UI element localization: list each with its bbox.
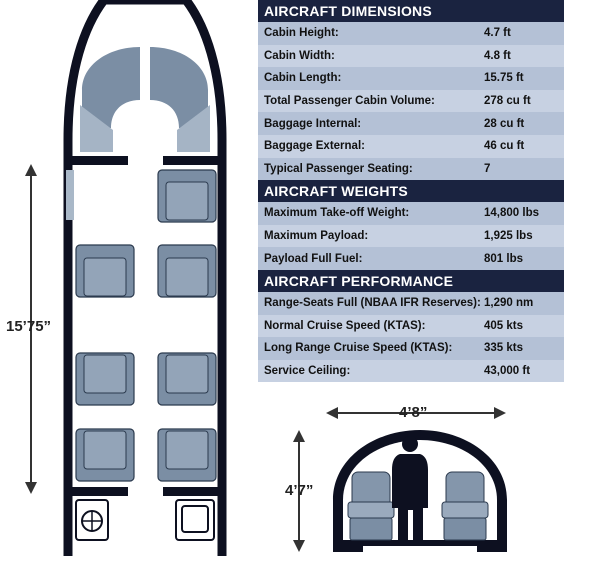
cockpit-seat-right — [150, 47, 208, 128]
spec-label: Total Passenger Cabin Volume: — [264, 95, 435, 108]
spec-row: Maximum Payload: 1,925 lbs — [258, 224, 564, 248]
spec-table: AIRCRAFT DIMENSIONS Cabin Height:4.7 ft … — [258, 0, 564, 383]
spec-row: Cabin Length: 15.75 ft — [258, 67, 564, 90]
passenger-seat — [75, 244, 135, 298]
spec-label: Range-Seats Full (NBAA IFR Reserves): — [264, 297, 481, 310]
passenger-seat — [157, 428, 217, 482]
spec-label: Long Range Cruise Speed (KTAS): — [264, 342, 453, 355]
spec-label: Maximum Payload: — [264, 230, 369, 243]
cabin-cross-section — [293, 407, 507, 552]
spec-row: Range-Seats Full (NBAA IFR Reserves):1,2… — [258, 292, 564, 315]
passenger-seat — [75, 428, 135, 482]
spec-value: 1,290 nm — [484, 297, 534, 310]
spec-row: Baggage Internal: 28 cu ft — [258, 112, 564, 135]
spec-label: Payload Full Fuel: — [264, 252, 363, 265]
rear-bulkhead-left — [70, 487, 128, 496]
spec-row: Typical Passenger Seating: 7 — [258, 158, 564, 181]
spec-value: 1,925 lbs — [484, 230, 533, 243]
cabin-height-label: 4’7” — [285, 482, 314, 499]
passenger-seat — [157, 169, 217, 223]
person-silhouette-icon — [392, 436, 428, 540]
spec-label: Typical Passenger Seating: — [264, 162, 413, 175]
lavatory-sink — [175, 499, 215, 541]
cockpit-divider-right — [163, 156, 219, 165]
spec-value: 801 lbs — [484, 252, 523, 265]
cross-section-seat-right — [441, 471, 489, 541]
spec-label: Maximum Take-off Weight: — [264, 207, 410, 220]
spec-row: Payload Full Fuel: 801 lbs — [258, 247, 564, 270]
spec-row: Maximum Take-off Weight: 14,800 lbs — [258, 202, 564, 225]
spec-row: Long Range Cruise Speed (KTAS): 335 kts — [258, 337, 564, 360]
spec-label: Baggage Internal: — [264, 117, 362, 130]
spec-row: Service Ceiling: 43,000 ft — [258, 359, 564, 383]
spec-row: Cabin Height: 4.7 ft — [258, 22, 564, 45]
cockpit-panel-left — [80, 105, 113, 152]
spec-value: 15.75 ft — [484, 72, 524, 85]
spec-value: 46 cu ft — [484, 140, 525, 153]
spec-row: Normal Cruise Speed (KTAS): 405 kts — [258, 314, 564, 338]
spec-label: Cabin Width: — [264, 49, 335, 62]
spec-label: Normal Cruise Speed (KTAS): — [264, 319, 426, 332]
cockpit-seat-left — [82, 47, 140, 128]
cabin-width-label: 4’8” — [399, 404, 428, 421]
section-header-weights: AIRCRAFT WEIGHTS — [258, 180, 564, 203]
spec-label: Service Ceiling: — [264, 365, 351, 378]
cockpit-panel-right — [177, 105, 210, 152]
lavatory-toilet — [75, 499, 109, 541]
spec-row: Total Passenger Cabin Volume: 278 cu ft — [258, 89, 564, 113]
passenger-seat — [157, 352, 217, 406]
spec-label: Cabin Height: — [264, 27, 339, 40]
rear-bulkhead-right — [163, 487, 219, 496]
spec-value: 14,800 lbs — [484, 207, 539, 220]
cockpit-divider-left — [70, 156, 128, 165]
spec-row: Baggage External: 46 cu ft — [258, 134, 564, 158]
spec-row: Cabin Width: 4.8 ft — [258, 44, 564, 68]
cabin-floor-plan — [25, 0, 227, 556]
spec-value: 335 kts — [484, 342, 524, 355]
spec-value: 43,000 ft — [484, 365, 531, 378]
spec-value: 405 kts — [484, 319, 524, 332]
spec-value: 4.8 ft — [484, 49, 511, 62]
section-header-performance: AIRCRAFT PERFORMANCE — [258, 269, 564, 292]
cabin-floor — [343, 540, 497, 546]
fuselage-outline — [63, 0, 227, 556]
cabin-door — [66, 170, 74, 220]
spec-value: 278 cu ft — [484, 95, 531, 108]
section-header-dimensions: AIRCRAFT DIMENSIONS — [258, 0, 564, 22]
spec-value: 28 cu ft — [484, 117, 525, 130]
spec-value: 4.7 ft — [484, 27, 511, 40]
cross-section-seat-left — [347, 471, 395, 541]
spec-label: Baggage External: — [264, 140, 365, 153]
spec-label: Cabin Length: — [264, 72, 342, 85]
passenger-seat — [157, 244, 217, 298]
spec-value: 7 — [484, 162, 491, 175]
cabin-length-label: 15’75” — [6, 318, 52, 335]
passenger-seat — [75, 352, 135, 406]
